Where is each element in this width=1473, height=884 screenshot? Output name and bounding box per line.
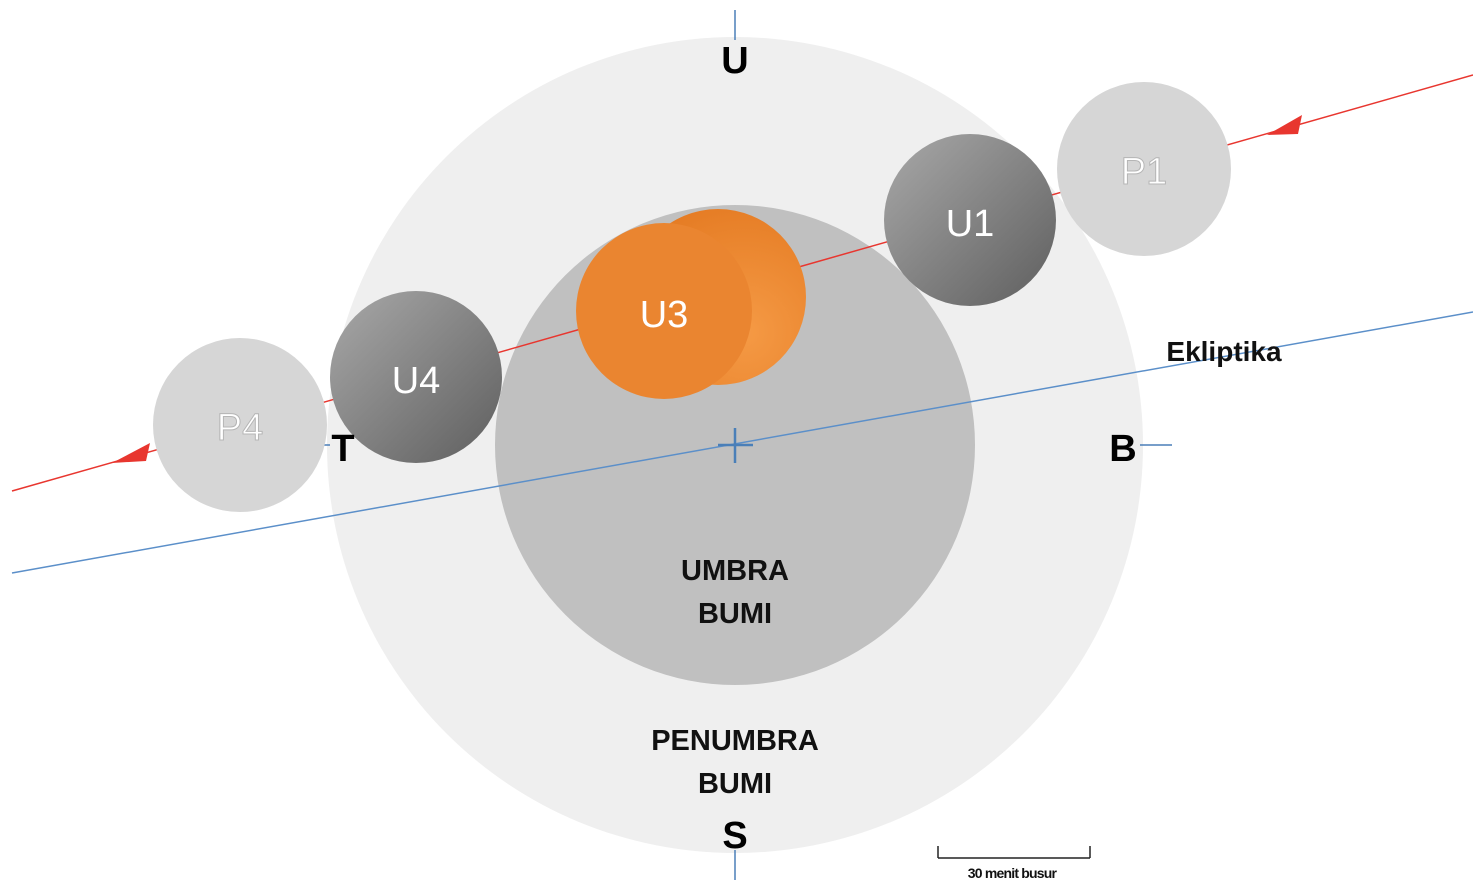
- moon-path-arrow-icon: [112, 443, 150, 463]
- east-label: T: [331, 428, 354, 470]
- scale-bar-label: 30 menit busur: [968, 865, 1058, 881]
- ecliptic-label: Ekliptika: [1166, 336, 1282, 367]
- scale-bar: [937, 846, 1091, 859]
- south-label: S: [722, 815, 747, 857]
- moon-path-arrow-icon: [1267, 115, 1302, 135]
- umbra-label-line1: UMBRA: [681, 555, 789, 587]
- moon-u1: [884, 134, 1056, 306]
- moon-u4: [330, 291, 502, 463]
- p4-label: P4: [217, 407, 263, 449]
- moon-p4: [153, 338, 327, 512]
- moon-u3: [576, 209, 806, 399]
- u3-label: U3: [640, 294, 689, 336]
- moon-p1: [1057, 82, 1231, 256]
- umbra-label-line2: BUMI: [698, 598, 772, 630]
- p1-label: P1: [1121, 151, 1167, 193]
- u4-label: U4: [392, 360, 441, 402]
- ecliptic-line: [11, 311, 1473, 574]
- u1-label: U1: [946, 203, 995, 245]
- west-label: B: [1109, 428, 1136, 470]
- penumbra-label-line2: BUMI: [698, 768, 772, 800]
- north-label: U: [721, 40, 748, 82]
- penumbra-label-line1: PENUMBRA: [651, 725, 819, 757]
- shadow-center-cross-icon: [718, 428, 753, 463]
